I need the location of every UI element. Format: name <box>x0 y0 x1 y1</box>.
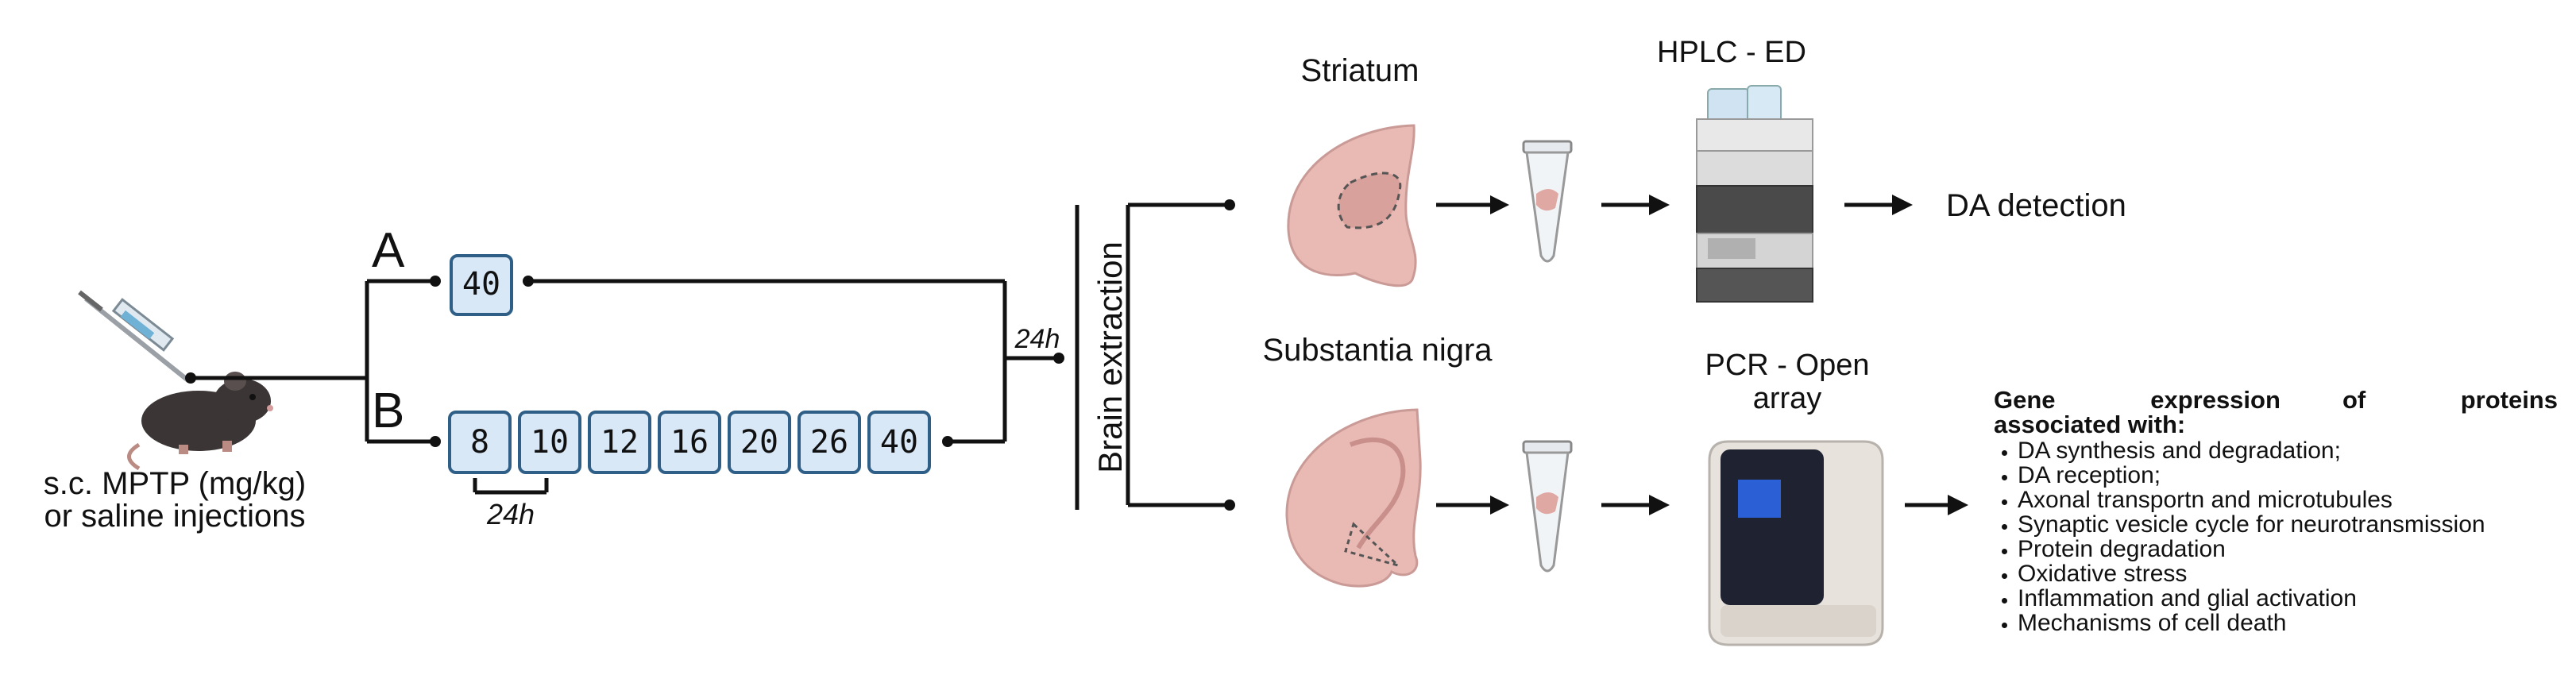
gene-title-word-1: Gene <box>1994 386 2056 414</box>
svg-text:12: 12 <box>601 424 639 461</box>
brain-extraction-label: Brain extraction <box>1091 241 1129 473</box>
substantia-nigra-brain-icon <box>1285 408 1422 588</box>
tube-icon <box>1522 140 1573 263</box>
pcr-instrument-icon <box>1708 440 1884 646</box>
injection-label: s.c. MPTP (mg/kg) or saline injections <box>44 466 306 534</box>
pcr-title-line2: array <box>1753 382 1822 415</box>
gene-title-word-4: proteins <box>2460 386 2558 414</box>
group-b-dose-box-5: 20 <box>728 411 791 474</box>
svg-text:10: 10 <box>531 424 569 461</box>
svg-text:40: 40 <box>880 424 918 461</box>
striatum-title: Striatum <box>1301 53 1419 88</box>
gene-title-word-5: associated <box>1994 411 2122 438</box>
da-detection-label: DA detection <box>1946 188 2126 223</box>
injection-label-line2: or saline injections <box>44 499 305 534</box>
pcr-title-line1: PCR - Open <box>1705 349 1870 382</box>
gene-title-word-3: of <box>2342 386 2366 414</box>
group-a-dose-box: 40 <box>450 254 513 316</box>
group-b-dose-box-3: 12 <box>588 411 651 474</box>
list-item: DA reception; <box>2018 463 2558 488</box>
svg-text:16: 16 <box>670 424 709 461</box>
tube-icon-2 <box>1522 440 1573 573</box>
gene-title-word-6: with: <box>2127 411 2186 438</box>
list-item: Mechanisms of cell death <box>2018 611 2558 635</box>
list-item: Inflammation and glial activation <box>2018 586 2558 611</box>
mouse-icon <box>127 372 273 471</box>
group-a-dose-40: 40 <box>462 266 500 303</box>
syringe-icon <box>78 290 191 384</box>
brain-extraction: Brain extraction <box>1075 199 1235 511</box>
svg-text:26: 26 <box>810 424 848 461</box>
gene-expression-block: Gene expression of proteins associated w… <box>1970 388 2558 635</box>
list-item: Oxidative stress <box>2018 561 2558 586</box>
striatum-brain-icon <box>1287 124 1417 287</box>
hplc-title: HPLC - ED <box>1657 36 1806 69</box>
group-b-interval-label: 24h <box>486 498 535 530</box>
injection-label-line1: s.c. MPTP (mg/kg) <box>44 466 306 501</box>
group-b-label: B <box>372 384 404 438</box>
group-b-dose-boxes: 8 10 12 16 20 26 40 <box>448 411 931 474</box>
gene-expression-title: Gene expression of proteins associated w… <box>1994 388 2558 437</box>
list-item: Synaptic vesicle cycle for neurotransmis… <box>2018 512 2558 537</box>
group-a-line <box>523 276 1007 358</box>
group-b-dose-box-7: 40 <box>867 411 931 474</box>
group-b-dose-box-2: 10 <box>518 411 581 474</box>
gene-title-word-2: expression <box>2150 386 2281 414</box>
group-b-dose-box-6: 26 <box>798 411 861 474</box>
svg-text:20: 20 <box>740 424 778 461</box>
group-b-interval-bracket: 24h <box>473 478 549 530</box>
wait-24h-label: 24h <box>1014 324 1060 354</box>
group-a-label: A <box>372 223 405 278</box>
list-item: Axonal transportn and microtubules <box>2018 488 2558 512</box>
gene-expression-list: DA synthesis and degradation; DA recepti… <box>1970 438 2558 635</box>
list-item: DA synthesis and degradation; <box>2018 438 2558 463</box>
substantia-nigra-title: Substantia nigra <box>1262 333 1493 368</box>
group-b-dose-box-1: 8 <box>448 411 512 474</box>
group-b-dose-box-4: 16 <box>658 411 721 474</box>
group-b-line <box>942 353 1064 447</box>
branch-lines <box>185 276 441 447</box>
svg-text:8: 8 <box>470 424 489 461</box>
hplc-instrument-icon <box>1696 85 1813 303</box>
list-item: Protein degradation <box>2018 537 2558 561</box>
